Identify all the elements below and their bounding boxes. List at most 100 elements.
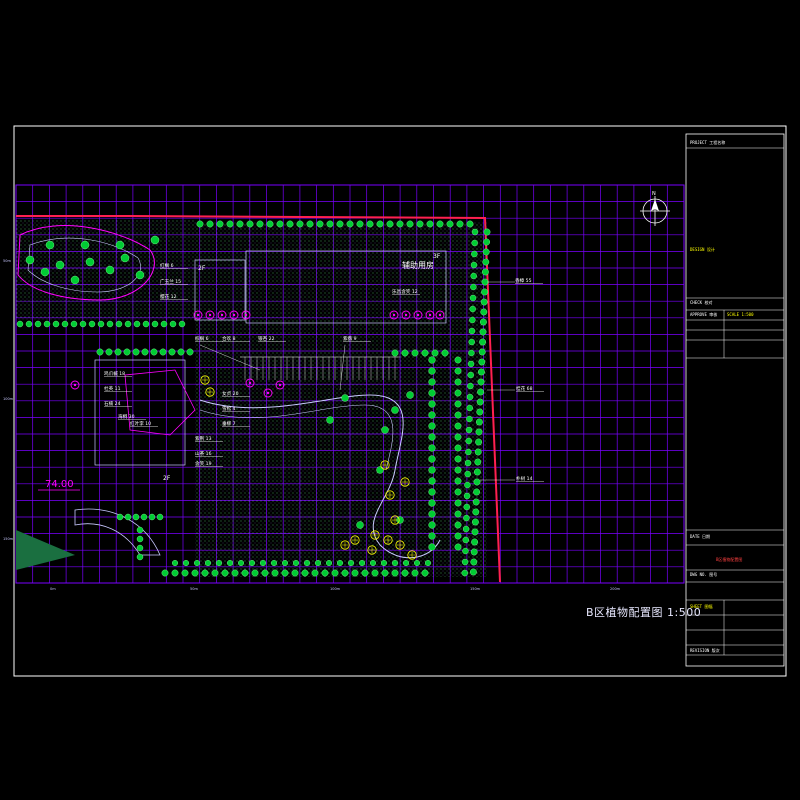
tree-symbol [116,513,124,521]
tree-symbol [466,404,473,412]
tree-symbol [366,220,374,228]
plant-label: 含笑 19 [195,460,212,467]
tree-symbol [470,548,478,556]
tree-symbol [428,510,436,518]
tree-symbol [473,468,481,476]
tree-symbol [391,406,399,414]
plant-label: 朴树 14 [516,475,533,482]
plant-label: 桂花 68 [516,385,533,392]
tree-symbol [271,560,278,567]
tree-symbol [316,220,324,228]
tree-symbol [474,448,482,456]
tree-symbol [475,418,483,426]
tree-symbol [469,294,477,302]
tree-symbol [136,526,144,534]
tree-symbol [465,426,473,434]
tree-symbol [370,560,377,567]
tree-symbol [468,349,475,357]
building-label: 辅助用房 [402,260,434,270]
tree-symbol [436,220,444,228]
tree-symbol [428,543,436,551]
tree-symbol [70,320,78,328]
tree-symbol [428,400,436,408]
flowering-tree [275,380,285,390]
tb-project-label: PROJECT 工程名称 [690,140,726,145]
tree-symbol [80,240,90,250]
tree-symbol [466,415,473,423]
tree-symbol [260,560,267,567]
tree-symbol [182,560,189,567]
tree-symbol [471,528,479,536]
tb-row-approve: APPROVE 审核 [690,312,718,317]
specimen-tree [350,535,360,545]
tree-symbol [472,498,480,506]
specimen-tree-symbols [200,375,417,560]
flowering-tree [389,310,399,320]
flowering-tree [245,378,255,388]
plant-label: 垂柳 7 [222,420,236,427]
tree-symbol [481,288,488,296]
flowering-tree-core [244,313,248,317]
scale-mark-bottom: 200m [610,587,621,591]
plant-label: 女贞 20 [222,390,239,397]
tree-symbol [469,305,476,313]
plant-label: 石楠 24 [104,400,121,407]
tree-symbol [465,437,472,445]
tree-symbol [241,569,249,577]
tree-symbol [120,253,130,263]
specimen-tree-cross [392,517,398,523]
tb-row-design: DESIGN 设计 [690,247,715,252]
tree-symbol [142,320,150,328]
tree-symbol [403,560,410,567]
tree-symbol [311,569,319,577]
tree-symbol [421,569,429,577]
tree-symbol [115,240,125,250]
tree-symbol [462,536,469,544]
north-arrow-icon: N [640,191,670,226]
tree-symbol [467,382,474,390]
tree-symbol [472,508,480,516]
tree-symbol [55,260,65,270]
plant-label: 雪松 4 [222,405,236,412]
tree-symbol [470,261,478,269]
tree-symbol [476,408,484,416]
tree-symbol [105,348,113,356]
tree-symbol [470,558,478,566]
specimen-tree-cross [402,479,408,485]
tree-symbol [356,220,364,228]
tree-symbol [454,389,462,397]
tree-symbol [454,422,462,430]
tree-symbol [454,521,462,529]
tree-symbol [454,477,462,485]
plaza-feature [124,369,196,436]
floor-label-1: 2F [198,265,206,272]
tree-symbol [456,220,464,228]
tree-symbol [359,560,366,567]
tree-symbol [428,411,436,419]
tree-symbol [454,356,462,364]
tree-symbol [454,444,462,452]
tree-symbol [256,220,264,228]
specimen-tree [340,540,350,550]
tree-symbol [282,560,289,567]
flowering-tree-core [248,381,252,385]
tree-symbol [454,433,462,441]
tree-symbol [381,569,389,577]
tree-symbol [479,328,487,336]
plant-label: 乐昌含笑 12 [392,288,418,295]
tree-symbol [201,569,209,577]
tree-symbol [428,488,436,496]
tree-symbol [454,411,462,419]
tree-symbol [236,220,244,228]
tree-symbol [428,378,436,386]
drawing-title: B区植物配置图 1:500 [586,606,702,619]
tree-symbol [466,393,474,401]
tree-symbol [61,320,69,328]
tree-symbol [480,298,488,306]
tree-symbol [480,308,488,316]
scale-mark-bottom: 50m [190,587,198,591]
tree-symbol [396,220,404,228]
tree-symbol [381,426,389,434]
tree-symbol [171,569,179,577]
tree-symbol [346,220,354,228]
